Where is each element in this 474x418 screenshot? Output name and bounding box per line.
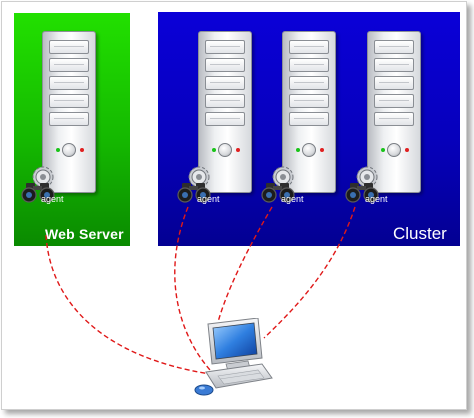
- web-server-label: Web Server: [45, 226, 124, 242]
- desktop-computer-icon: [194, 318, 273, 396]
- link-web-server: [45, 234, 211, 375]
- link-cluster-node-2: [211, 206, 273, 351]
- agent-label: agent: [197, 194, 220, 204]
- agent-label: agent: [281, 194, 304, 204]
- agent-cluster-node-3: agent: [338, 164, 392, 210]
- agent-cluster-node-1: agent: [170, 164, 224, 210]
- link-cluster-node-3: [263, 206, 356, 339]
- binoculars-gear-icon: [345, 166, 379, 203]
- agent-web-server: agent: [14, 164, 68, 210]
- cluster-label: Cluster: [393, 224, 447, 243]
- binoculars-gear-icon: [21, 166, 55, 203]
- link-cluster-node-1: [174, 206, 211, 371]
- agent-cluster-node-2: agent: [254, 164, 308, 210]
- server-tower-icon: [42, 31, 96, 193]
- binoculars-gear-icon: [261, 166, 295, 203]
- agent-label: agent: [365, 194, 388, 204]
- agent-label: agent: [41, 194, 64, 204]
- binoculars-gear-icon: [177, 166, 211, 203]
- server-tower-icon: [198, 31, 252, 193]
- diagram-frame: agent agent agent: [1, 1, 467, 410]
- server-tower-icon: [367, 31, 421, 193]
- connection-lines: [45, 206, 356, 375]
- server-tower-icon: [282, 31, 336, 193]
